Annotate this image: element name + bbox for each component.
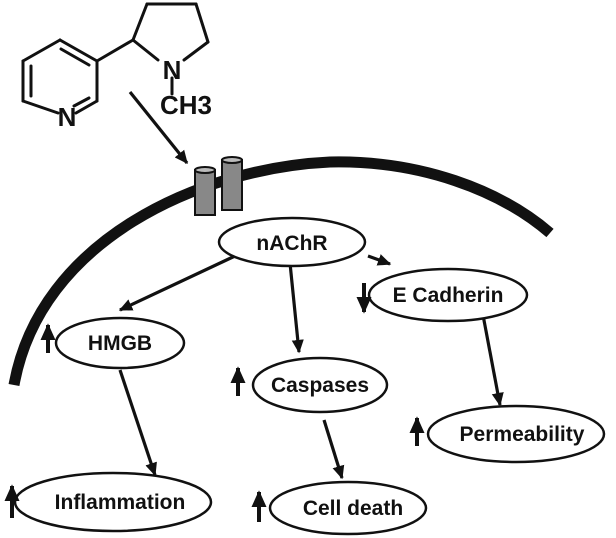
- nachr-to-caspases-arrow: [288, 262, 304, 354]
- nicotine-to-receptor-arrow: [128, 90, 189, 165]
- nachr-label: nAChR: [256, 232, 327, 255]
- cell-death-label: Cell death: [303, 497, 403, 520]
- nachr-node: [217, 216, 367, 268]
- ecadherin-to-permeability-arrow: [481, 314, 504, 407]
- nachr-to-ecadherin-arrow: [367, 254, 392, 266]
- methyl-group-label: CH3: [160, 90, 212, 120]
- caspases-to-celldeath-arrow: [322, 419, 345, 480]
- e-cadherin-node: [367, 267, 529, 323]
- caspases-label: Caspases: [271, 374, 369, 397]
- pyrrolidine-nitrogen-label: N: [163, 55, 182, 85]
- permeability-node: [426, 404, 606, 464]
- pyrrolidine-ring: [131, 2, 210, 62]
- inflammation-label: Inflammation: [55, 491, 186, 514]
- ion-channel-icon: [194, 156, 243, 216]
- nachr-to-hmgb-arrow: [118, 254, 236, 312]
- ring-link-bond: [95, 38, 135, 63]
- permeability-label: Permeability: [460, 423, 585, 446]
- cell-death-node: [268, 480, 428, 536]
- hmgb-label: HMGB: [88, 332, 152, 355]
- e-cadherin-label: E Cadherin: [393, 284, 504, 307]
- hmgb-node: [54, 316, 186, 370]
- nicotine-molecule: [21, 2, 210, 115]
- cell-membrane: [8, 156, 554, 386]
- inflammation-node: [13, 471, 213, 533]
- hmgb-to-inflammation-arrow: [118, 369, 157, 477]
- pyridine-nitrogen-label: N: [58, 102, 77, 132]
- caspases-node: [251, 356, 389, 414]
- pyridine-ring: [21, 38, 99, 115]
